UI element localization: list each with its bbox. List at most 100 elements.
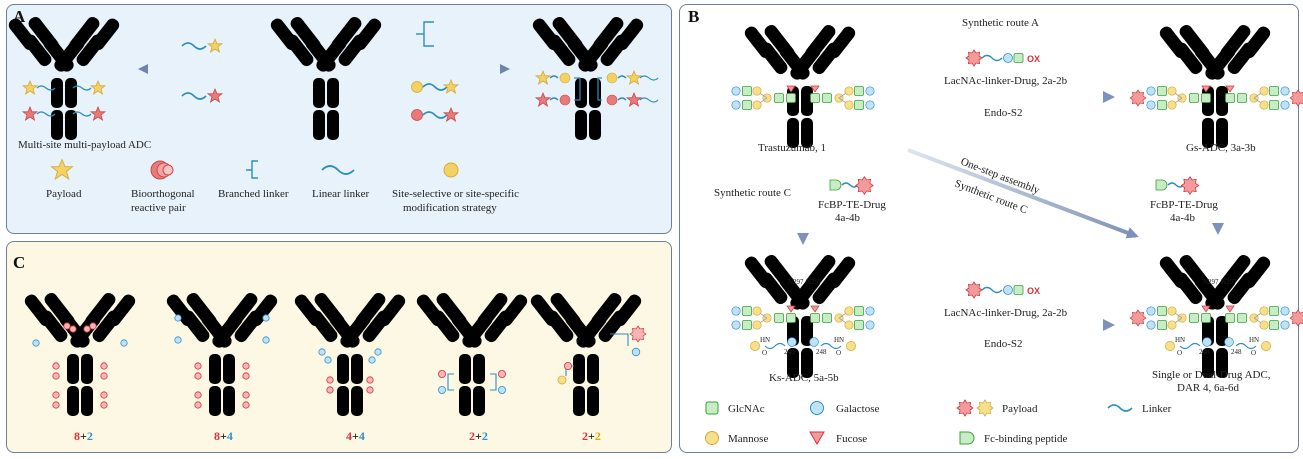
galactose-unit xyxy=(1146,306,1156,316)
mannose-unit xyxy=(1167,320,1177,330)
galactose-unit xyxy=(1280,306,1290,316)
c5-payloads xyxy=(557,325,647,385)
mannose-unit xyxy=(1259,100,1269,110)
antibody-shape xyxy=(22,289,138,416)
antibody-c4 xyxy=(414,289,530,416)
trastuzumab-text: Trastuzumab, 1 xyxy=(758,142,826,154)
fc-peptide-unit xyxy=(809,337,819,347)
payload-star-red-icon xyxy=(207,88,223,103)
galactose-unit xyxy=(731,100,741,110)
panel-b-label: B xyxy=(688,7,699,26)
payload-unit xyxy=(750,341,760,351)
fucose-unit xyxy=(810,305,820,313)
legend-bioorthogonal-text2: reactive pair xyxy=(131,202,186,214)
n297-final-right: N297 xyxy=(1221,278,1237,286)
glcnac-unit xyxy=(1269,306,1279,316)
c1-payloads xyxy=(32,322,128,409)
o-ks-right: O xyxy=(836,349,841,357)
mannose-unit xyxy=(844,320,854,330)
galactose-unit xyxy=(865,100,875,110)
galactose-unit xyxy=(731,306,741,316)
antibody-shape xyxy=(292,289,408,416)
legend-fc-peptide: Fc-binding peptide xyxy=(984,433,1068,445)
legend-fucose: Fucose xyxy=(836,433,867,445)
galactose-unit xyxy=(731,320,741,330)
dar-label-4: 2+2 xyxy=(469,429,488,443)
dar-4-b: 2 xyxy=(482,429,488,443)
fucose-unit xyxy=(1201,85,1211,93)
antibody-shape xyxy=(742,21,858,148)
mannose-unit xyxy=(752,86,762,96)
antibody-shape xyxy=(528,289,644,416)
galactose-unit xyxy=(1280,86,1290,96)
fucose-unit xyxy=(1225,85,1235,93)
linker-unit xyxy=(1235,342,1257,350)
n297-ks-left: N297 xyxy=(788,278,804,286)
legend-payload: Payload xyxy=(1002,403,1038,415)
legend-bioorthogonal-text1: Bioorthogonal xyxy=(131,188,195,200)
legend-glcnac: GlcNAc xyxy=(728,403,765,415)
k248-final-left: 248 xyxy=(1199,348,1210,356)
linker-icon xyxy=(1107,404,1133,412)
ks-adc-text: Ks-ADC, 5a-5b xyxy=(769,372,839,384)
c3-payloads xyxy=(318,348,382,394)
hn-final-right: HN xyxy=(1249,336,1259,344)
dar-2-a: 8 xyxy=(214,429,220,443)
dar-label-5: 2+2 xyxy=(582,429,601,443)
glcnac-unit xyxy=(854,86,864,96)
glcnac-unit xyxy=(810,93,820,103)
dar-3-plus: + xyxy=(352,429,359,443)
dar-1-plus: + xyxy=(80,429,87,443)
fucose-unit xyxy=(786,305,796,313)
glcnac-unit xyxy=(1269,86,1279,96)
ox-label-bottom: OX xyxy=(1027,286,1040,296)
panel-b-diagram: B OX OX xyxy=(688,7,1303,445)
glcnac-unit xyxy=(854,306,864,316)
dar-2-plus: + xyxy=(220,429,227,443)
o-ks-left: O xyxy=(762,349,767,357)
antibody-shape xyxy=(164,289,280,416)
glycans-gs-adc xyxy=(1129,85,1303,110)
glcnac-unit xyxy=(810,313,820,323)
legend-linear-text: Linear linker xyxy=(312,188,369,200)
glcnac-unit xyxy=(1201,93,1211,103)
glcnac-unit xyxy=(786,313,796,323)
payload-unit xyxy=(1129,309,1147,327)
o-final-right: O xyxy=(1251,349,1256,357)
galactose-unit xyxy=(1146,100,1156,110)
payload-yellow-icon xyxy=(976,399,994,417)
o-final-left: O xyxy=(1177,349,1182,357)
payload-unit xyxy=(1129,89,1147,107)
glcnac-unit xyxy=(1269,320,1279,330)
fcbp-te-drug-right xyxy=(1155,176,1200,195)
c4-payloads xyxy=(437,369,506,394)
glcnac-unit xyxy=(1157,320,1167,330)
c2-payloads xyxy=(174,314,270,409)
fc-peptide-unit xyxy=(787,337,797,347)
antibody-left xyxy=(6,13,122,140)
glcnac-unit xyxy=(742,100,752,110)
legend-site-icon xyxy=(443,162,459,178)
glcnac-unit xyxy=(822,93,832,103)
mannose-unit xyxy=(1167,100,1177,110)
panel-c xyxy=(6,241,672,453)
mannose-unit xyxy=(752,320,762,330)
dar-5-b: 2 xyxy=(595,429,601,443)
linker-unit xyxy=(820,342,842,350)
linker-unit xyxy=(764,342,786,350)
k248-ks-left: 248 xyxy=(784,348,795,356)
mannose-unit xyxy=(1259,306,1269,316)
glcnac-unit xyxy=(1225,93,1235,103)
glcnac-unit xyxy=(1201,313,1211,323)
dar-label-3: 4+4 xyxy=(346,429,365,443)
linker-unit xyxy=(1179,342,1201,350)
panel-b xyxy=(679,4,1299,453)
legend-payload-text: Payload xyxy=(46,188,82,200)
final-text1: Single or Dual-Drug ADC, xyxy=(1152,369,1271,381)
caption-multi-site: Multi-site multi-payload ADC xyxy=(18,139,151,151)
fucose-unit xyxy=(810,85,820,93)
antibody-gs-adc xyxy=(1157,21,1273,148)
fucose-icon xyxy=(809,431,825,445)
glcnac-unit xyxy=(822,313,832,323)
